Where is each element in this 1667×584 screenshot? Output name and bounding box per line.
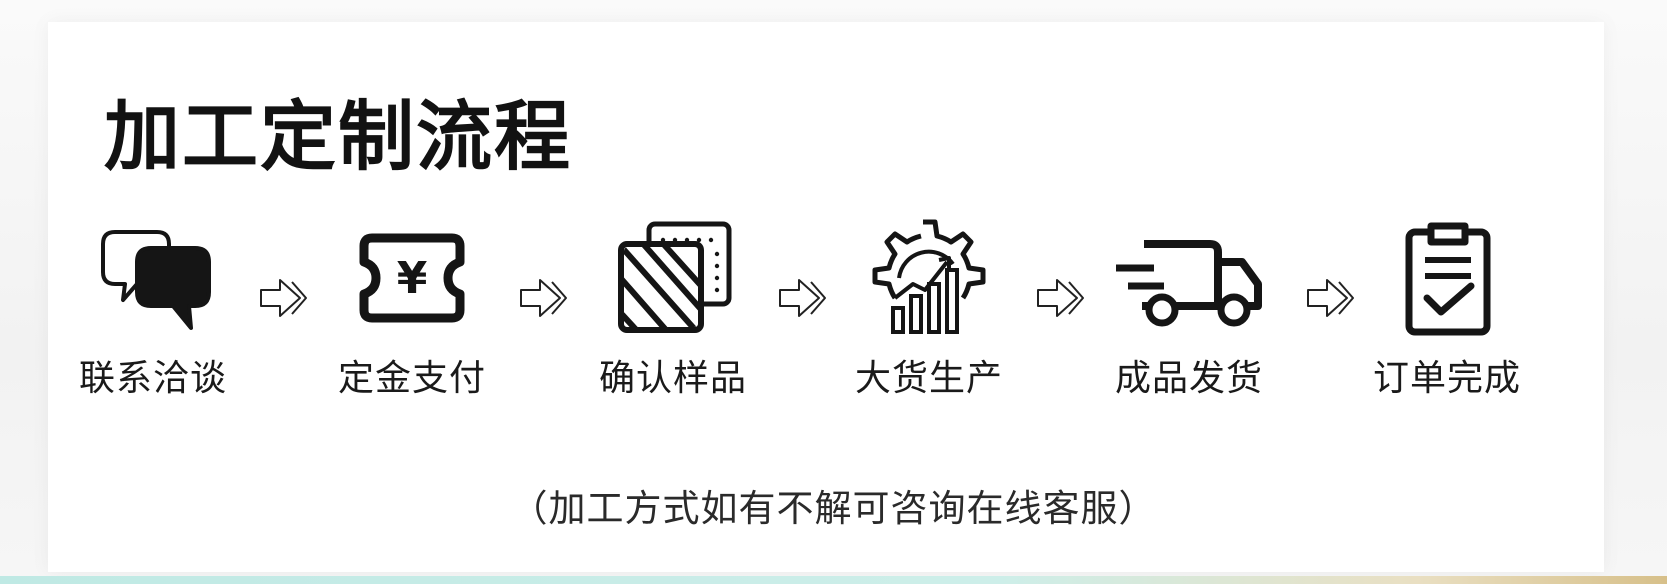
step-deposit: ¥ 定金支付	[317, 218, 507, 408]
gear-growth-icon	[872, 219, 986, 334]
step-label: 定金支付	[337, 358, 486, 399]
yen-symbol: ¥	[397, 253, 428, 304]
step-label: 大货生产	[854, 358, 1003, 399]
chat-bubbles-icon	[101, 230, 211, 330]
step-production: 大货生产	[834, 218, 1024, 408]
step-label: 成品发货	[1114, 358, 1263, 399]
sample-swatch-icon	[618, 221, 732, 333]
clipboard-check-icon	[1405, 222, 1491, 336]
yen-ticket-icon: ¥	[359, 233, 465, 323]
delivery-truck-icon	[1116, 240, 1262, 327]
double-chevron-right-icon	[520, 279, 567, 317]
double-chevron-right-icon	[260, 279, 307, 317]
step-label: 联系洽谈	[78, 358, 227, 399]
step-sample: 确认样品	[578, 218, 768, 408]
step-label: 确认样品	[598, 358, 747, 399]
double-chevron-right-icon	[1307, 279, 1354, 317]
step-shipping: 成品发货	[1094, 218, 1284, 408]
bottom-accent-strip	[0, 576, 1667, 584]
step-complete: 订单完成	[1352, 218, 1542, 408]
step-contact: 联系洽谈	[58, 218, 248, 408]
step-label: 订单完成	[1372, 358, 1521, 399]
page-title: 加工定制流程	[104, 92, 572, 181]
double-chevron-right-icon	[779, 279, 826, 317]
double-chevron-right-icon	[1037, 279, 1084, 317]
footer-note: （加工方式如有不解可咨询在线客服）	[510, 487, 1157, 530]
